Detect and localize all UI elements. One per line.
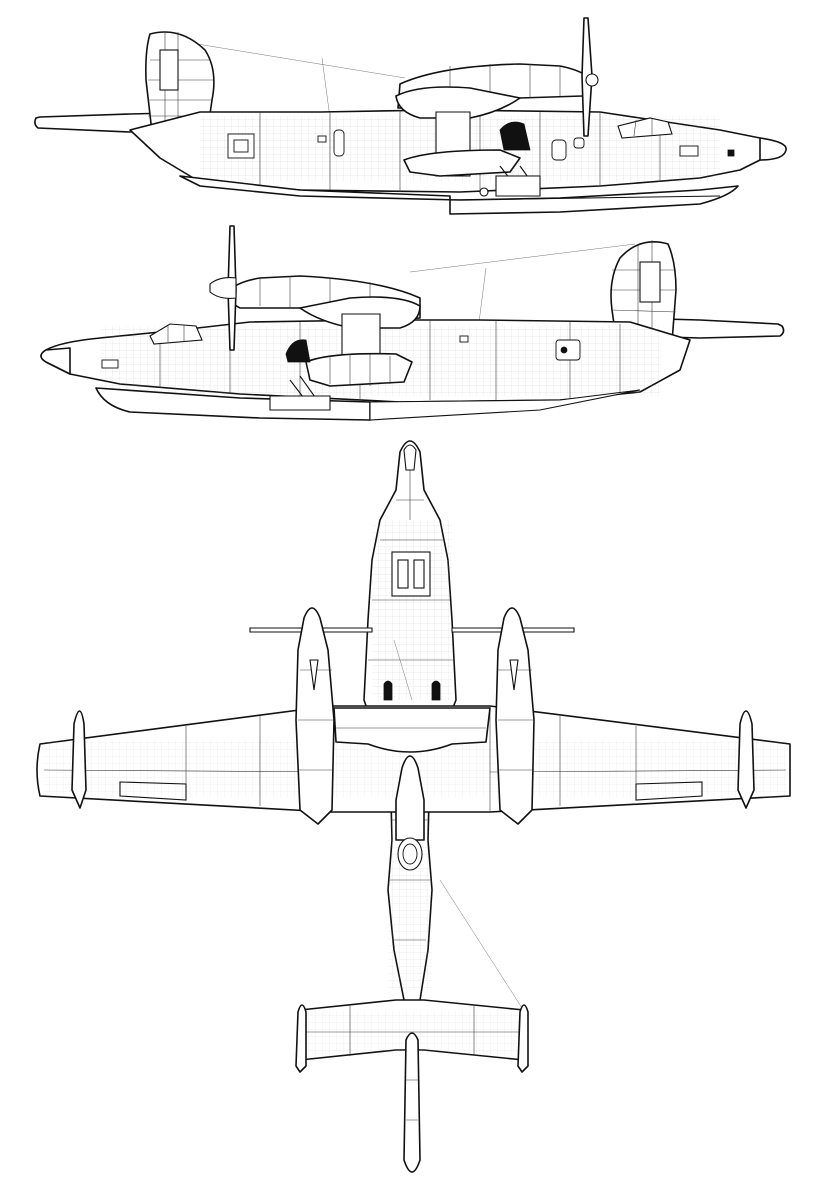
cockpit-canopy bbox=[149, 323, 203, 345]
side-view-right bbox=[34, 17, 787, 215]
engine-nacelle-left bbox=[295, 607, 335, 825]
plan-view-top bbox=[36, 440, 791, 1173]
tail-boom-plan bbox=[403, 1032, 421, 1173]
wingtip-float-right bbox=[737, 710, 755, 809]
engine-nacelle-right bbox=[495, 607, 535, 825]
tailfin-endplate-left bbox=[295, 1004, 307, 1073]
wing-center-section bbox=[333, 707, 491, 753]
side-view-left bbox=[40, 225, 785, 421]
tailfin-endplate-right bbox=[517, 1004, 529, 1073]
wing-float bbox=[403, 149, 521, 177]
cockpit-canopy bbox=[617, 117, 673, 139]
wingtip-float-left bbox=[71, 710, 87, 809]
wing-float bbox=[305, 352, 413, 387]
wing-root bbox=[395, 86, 521, 119]
nose-window bbox=[403, 444, 417, 471]
wing-root bbox=[299, 296, 421, 329]
